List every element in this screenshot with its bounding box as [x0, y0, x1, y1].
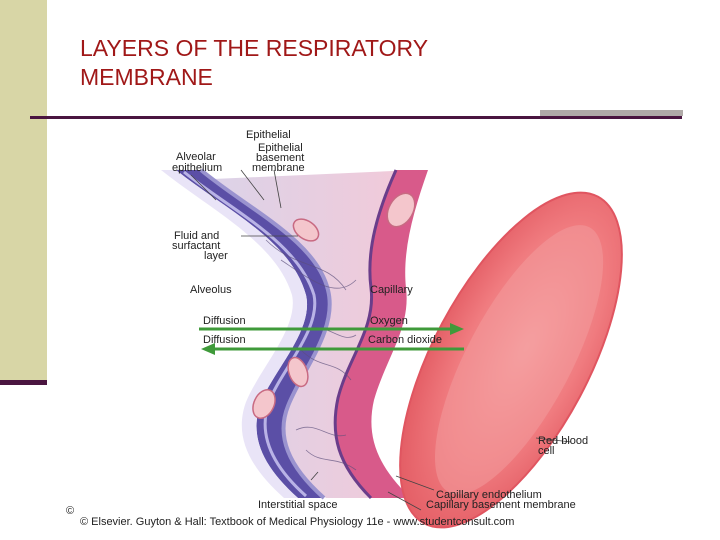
slide-title: LAYERS OF THE RESPIRATORY MEMBRANE — [80, 34, 560, 92]
slide-title-line-2: MEMBRANE — [80, 64, 213, 90]
interstitial-band — [191, 170, 416, 498]
slide-title-line-1: LAYERS OF THE RESPIRATORY — [80, 35, 429, 61]
basement-membrane-inner — [199, 168, 332, 500]
diagram-svg: Epithelial Epithelial basement membrane … — [66, 130, 623, 529]
label-diffusion-2: Diffusion — [203, 334, 246, 346]
label-alveolar-epithelium-2: epithelium — [172, 162, 222, 174]
label-epithelial: Epithelial — [246, 130, 291, 141]
label-carbon-dioxide: Carbon dioxide — [368, 334, 442, 346]
label-oxygen: Oxygen — [370, 315, 408, 327]
label-epithelial-basement-2: basement — [256, 152, 304, 164]
title-rule — [30, 116, 682, 119]
label-alveolar-epithelium-1: Alveolar — [176, 151, 216, 163]
red-blood-cell — [399, 191, 623, 529]
side-accent-edge — [0, 380, 47, 385]
label-capillary-basement-membrane: Capillary basement membrane — [426, 499, 576, 511]
copyright-symbol: © — [66, 505, 74, 517]
label-diffusion-1: Diffusion — [203, 315, 246, 327]
figure-credit: © Elsevier. Guyton & Hall: Textbook of M… — [80, 516, 514, 528]
label-interstitial-space: Interstitial space — [258, 499, 337, 511]
fluid-surfactant-layer — [161, 170, 308, 498]
label-fluid-1: Fluid and — [174, 230, 219, 242]
epithelial-cell-nucleus — [292, 218, 320, 242]
respiratory-membrane-diagram: Epithelial Epithelial basement membrane … — [66, 130, 696, 530]
lower-cell-nucleus — [252, 389, 276, 419]
oxygen-arrow — [199, 323, 464, 335]
label-red-blood-cell-1: Red blood — [538, 435, 588, 447]
capillary-basement-line — [333, 169, 398, 500]
interstitial-fibres — [265, 239, 357, 471]
label-epithelial-basement-3: membrane — [252, 162, 305, 174]
label-capillary-endothelium: Capillary endothelium — [436, 489, 542, 501]
capillary-endothelium-wall — [335, 170, 428, 498]
label-epithelial-basement-1: Epithelial — [258, 142, 303, 154]
title-rule-accent — [540, 110, 683, 116]
label-capillary: Capillary — [370, 284, 413, 296]
leader-lines — [190, 169, 572, 511]
interstitial-cell-nucleus — [287, 356, 309, 388]
alveolar-epithelium-highlight — [183, 170, 317, 498]
endothelial-cell-nucleus — [386, 192, 416, 228]
carbon-dioxide-arrow — [201, 343, 464, 355]
label-alveolus: Alveolus — [190, 284, 232, 296]
label-fluid-3: layer — [204, 250, 228, 262]
alveolar-epithelium — [176, 170, 330, 498]
label-fluid-2: surfactant — [172, 240, 220, 252]
label-red-blood-cell-2: cell — [538, 445, 555, 457]
side-accent-bar — [0, 0, 47, 384]
